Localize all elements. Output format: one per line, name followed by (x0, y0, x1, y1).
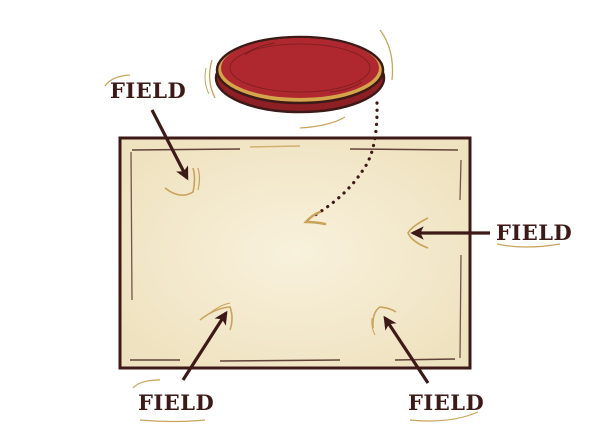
field-label-bottom-right: FIELD (408, 390, 485, 415)
field-label-top-left: FIELD (110, 78, 187, 103)
field-label-bottom-left: FIELD (138, 390, 215, 415)
field-label-right: FIELD (496, 220, 573, 245)
drop-trajectory (303, 101, 379, 226)
arrow-top-left (150, 109, 201, 196)
arrow-right (407, 217, 561, 249)
game-board (118, 136, 472, 370)
arrow-bottom-left (132, 302, 233, 423)
arrow-bottom-right (371, 306, 479, 422)
coin-token (204, 29, 394, 129)
label-swoosh (104, 74, 131, 87)
